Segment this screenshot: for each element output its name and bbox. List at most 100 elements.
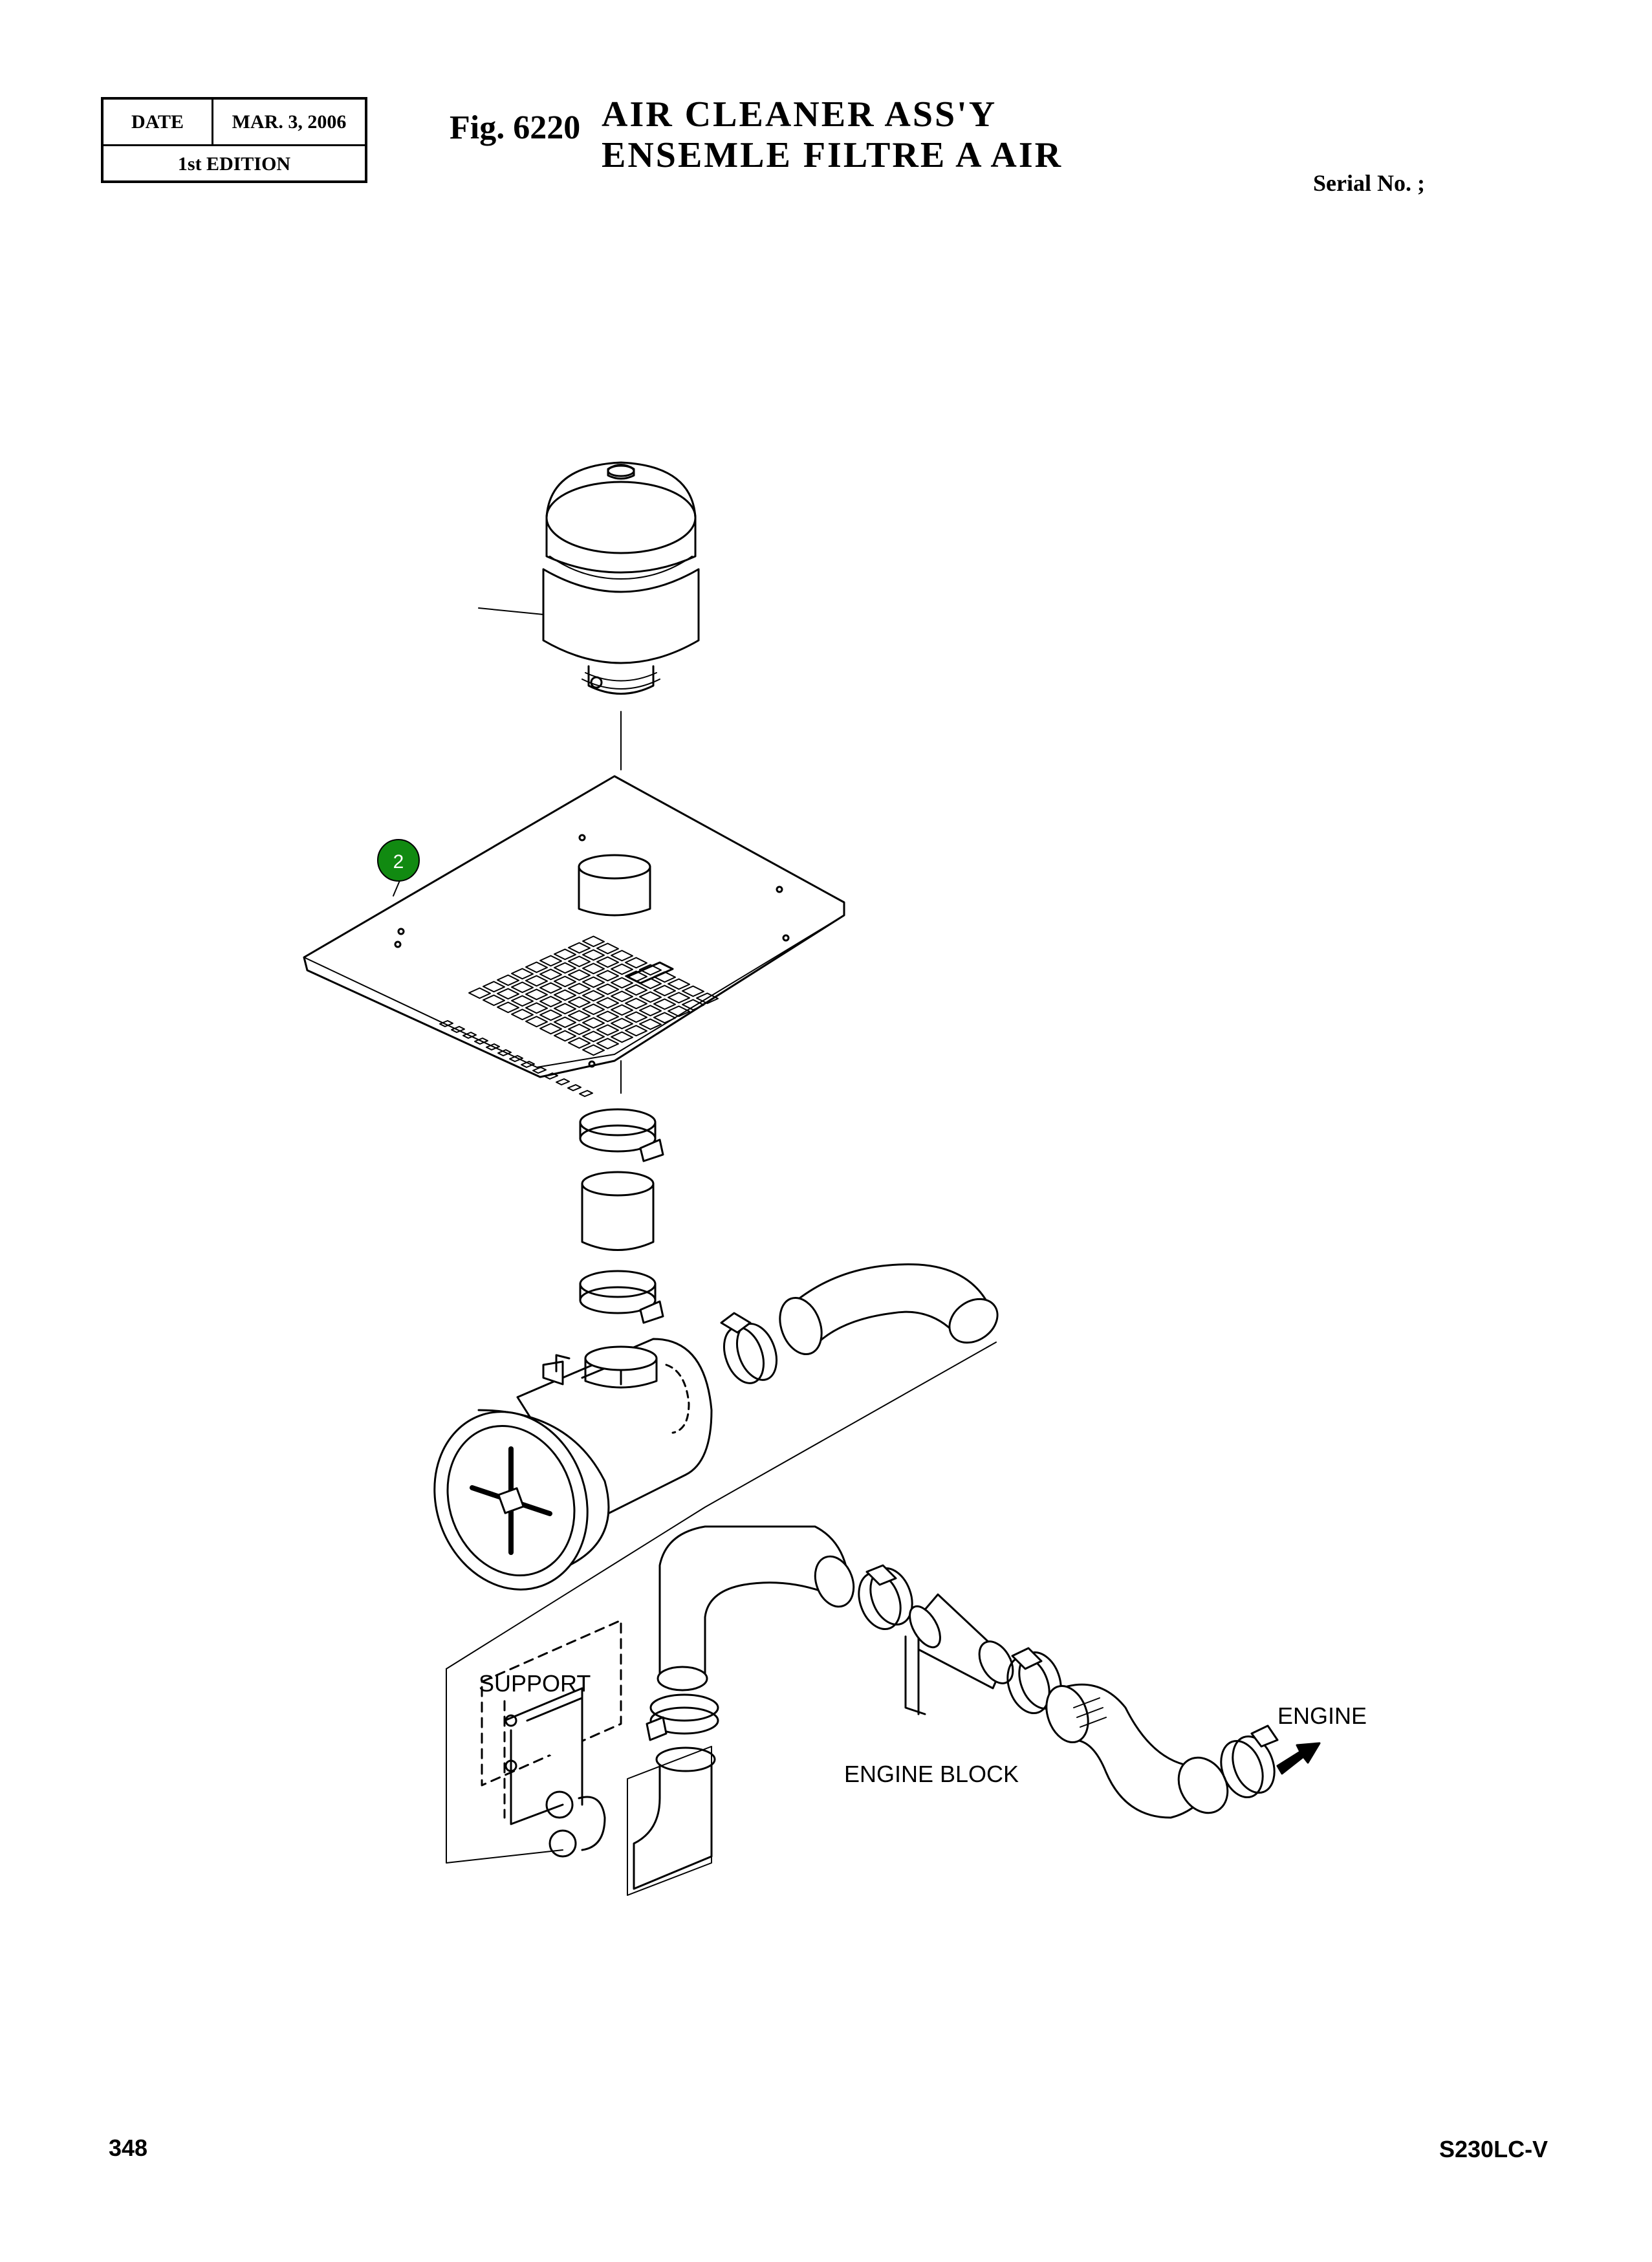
- vent-cell: [582, 949, 605, 961]
- hose-clamp-engine: [1220, 1724, 1279, 1799]
- vent-cell: [611, 1004, 633, 1016]
- label-engine-block: ENGINE BLOCK: [844, 1761, 1019, 1787]
- hose-clamp-upper: [579, 1108, 664, 1162]
- vent-cell: [668, 992, 690, 1004]
- air-cleaner-body: [433, 1338, 713, 1591]
- hose-clamp-engine-block: [1006, 1647, 1062, 1715]
- vent-cell: [582, 990, 605, 1002]
- vent-cell: [539, 968, 562, 981]
- edge-slot: [532, 1067, 547, 1074]
- vent-cell: [611, 1017, 633, 1030]
- vent-cell: [639, 991, 662, 1003]
- vent-cell: [497, 974, 519, 986]
- vent-cell: [582, 962, 605, 975]
- model-number: S230LC-V: [1439, 2136, 1549, 2162]
- callout-number: 2: [393, 851, 404, 873]
- edge-slot: [544, 1072, 558, 1080]
- vent-cell: [483, 981, 505, 993]
- vent-cell: [468, 987, 491, 999]
- vent-cell: [639, 964, 662, 976]
- hose-clamp-lower: [579, 1270, 664, 1324]
- date-box: DATE MAR. 3, 2006 1st EDITION: [101, 97, 367, 183]
- label-support: SUPPORT: [479, 1670, 591, 1697]
- vent-cell: [611, 990, 633, 1003]
- vent-cell: [511, 981, 534, 994]
- vent-cell: [596, 956, 619, 968]
- vent-cell: [568, 1023, 591, 1036]
- vent-cell: [625, 970, 647, 983]
- edge-slot: [579, 1090, 593, 1097]
- engine-direction-arrow-icon: [1276, 1742, 1321, 1775]
- vent-cell: [568, 1037, 591, 1049]
- vent-cell: [554, 989, 576, 1001]
- edge-slot: [451, 1026, 465, 1033]
- vent-cell: [611, 1031, 633, 1043]
- vent-cell: [554, 962, 576, 974]
- edge-slot: [486, 1043, 500, 1050]
- vent-cell: [668, 978, 690, 990]
- date-row: DATE MAR. 3, 2006: [103, 100, 365, 146]
- vent-cell: [596, 983, 619, 995]
- vent-cell: [639, 1018, 662, 1030]
- vent-cell: [682, 999, 704, 1011]
- vent-cell: [554, 1030, 576, 1042]
- label-engine: ENGINE: [1277, 1702, 1367, 1729]
- vent-cell: [611, 963, 633, 975]
- edge-slot: [509, 1055, 523, 1062]
- lower-elbow: [627, 1746, 716, 1896]
- vent-cell: [568, 983, 591, 995]
- mounting-plate: [303, 775, 845, 1078]
- vent-cell: [639, 1005, 662, 1017]
- vent-cell: [596, 997, 619, 1009]
- vent-cell: [568, 1010, 591, 1022]
- vent-cell: [511, 995, 534, 1007]
- vent-cell: [511, 968, 534, 980]
- vent-cell: [539, 995, 562, 1008]
- hose-clamp-outlet-lower: [646, 1693, 719, 1741]
- vent-cell: [625, 997, 647, 1010]
- plate-vent-grid: [468, 935, 719, 1056]
- outlet-elbow-hose: [657, 1525, 855, 1691]
- vent-cell: [582, 1044, 605, 1056]
- rubber-sleeve: [581, 1171, 655, 1251]
- vent-cell: [554, 975, 576, 988]
- vent-cell: [596, 1024, 619, 1036]
- vent-cell: [525, 1002, 548, 1014]
- intake-elbow-hose: [779, 1263, 999, 1356]
- vent-cell: [511, 1008, 534, 1021]
- callout-2[interactable]: 2: [377, 839, 420, 882]
- pre-cleaner: [542, 461, 700, 695]
- vent-cell: [611, 950, 633, 962]
- vent-cell: [582, 1003, 605, 1016]
- vent-cell: [682, 985, 704, 997]
- edge-slot: [474, 1038, 488, 1045]
- vent-cell: [582, 935, 605, 948]
- vent-cell: [568, 969, 591, 981]
- vent-cell: [525, 975, 548, 987]
- vent-cell: [611, 977, 633, 989]
- vent-cell: [554, 1016, 576, 1028]
- vent-cell: [596, 942, 619, 955]
- vent-cell: [696, 992, 719, 1005]
- guide-line: [446, 1342, 997, 1669]
- edge-slot: [439, 1020, 453, 1027]
- page-number: 348: [109, 2135, 148, 2161]
- edge-slot: [567, 1084, 581, 1091]
- figure-number: Fig. 6220: [450, 109, 581, 146]
- edge-slot: [556, 1078, 570, 1085]
- metal-pipe: [904, 1593, 1014, 1715]
- edge-slot: [497, 1049, 512, 1056]
- vent-cell: [539, 955, 562, 967]
- edge-slot: [462, 1032, 477, 1039]
- vent-cell: [525, 1016, 548, 1028]
- vent-cell: [525, 961, 548, 973]
- vent-cell: [568, 996, 591, 1008]
- vent-cell: [568, 942, 591, 954]
- vent-cell: [539, 1009, 562, 1021]
- vent-cell: [596, 1038, 619, 1050]
- title-english: AIR CLEANER ASS'Y: [602, 94, 997, 135]
- date-value: MAR. 3, 2006: [232, 111, 347, 133]
- support-bracket: [481, 1619, 622, 1858]
- hose-clamp-intake: [720, 1312, 777, 1384]
